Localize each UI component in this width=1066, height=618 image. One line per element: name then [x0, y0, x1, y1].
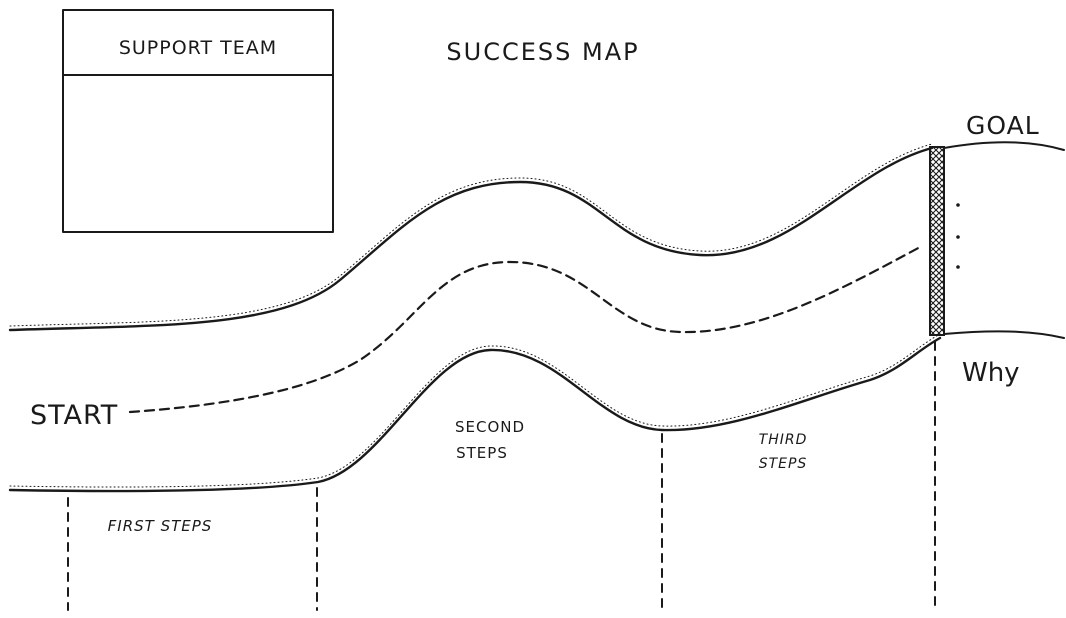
- goal-dot: [956, 235, 960, 239]
- second-steps-line-1: SECOND: [455, 418, 525, 436]
- why-label: Why: [962, 358, 1020, 388]
- goal-label: GOAL: [966, 111, 1040, 140]
- third-steps-line-1: THIRD: [759, 432, 808, 448]
- second-steps-line-2: STEPS: [456, 444, 508, 462]
- lower-road-edge: [8, 336, 942, 493]
- goal-lower-boundary: [943, 330, 1065, 339]
- goal-upper-boundary: [943, 141, 1065, 151]
- lower-grass-texture: [9, 333, 941, 488]
- first-steps-label: FIRST STEPS: [108, 517, 213, 535]
- support-team-label: SUPPORT TEAM: [119, 37, 277, 59]
- upper-grass-texture: [9, 143, 933, 327]
- goal-dot: [956, 265, 960, 269]
- third-steps-line-2: STEPS: [759, 456, 808, 472]
- goal-dot: [956, 203, 960, 207]
- upper-road-edge: [8, 146, 934, 332]
- journey-path: [128, 244, 924, 414]
- support-team-frame: [62, 9, 334, 233]
- start-label: START: [30, 400, 118, 431]
- map-title: SUCCESS MAP: [446, 38, 639, 66]
- support-team-box: SUPPORT TEAM: [62, 9, 334, 233]
- goal-finish-band: [929, 146, 945, 336]
